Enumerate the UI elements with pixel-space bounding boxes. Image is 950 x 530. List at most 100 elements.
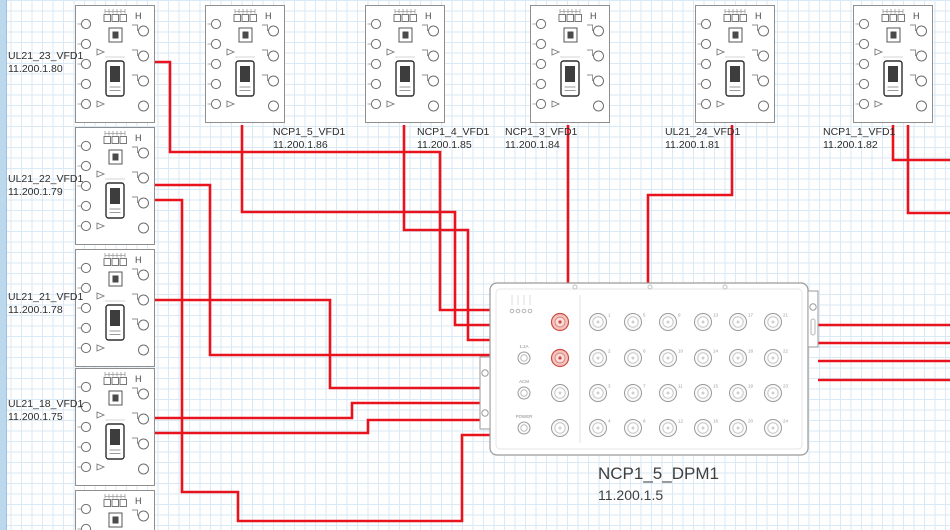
vfd-module[interactable]: H [75, 249, 155, 367]
module-port[interactable] [268, 25, 279, 37]
module-port[interactable] [80, 302, 92, 314]
module-port[interactable] [916, 25, 927, 37]
vfd-module[interactable]: H [530, 5, 610, 123]
wire[interactable] [891, 125, 950, 162]
wire[interactable] [155, 183, 490, 357]
module-port[interactable] [535, 58, 547, 70]
module-port[interactable] [138, 269, 149, 281]
module-port[interactable] [138, 222, 149, 234]
module-port[interactable] [758, 100, 769, 112]
wire[interactable] [155, 401, 490, 420]
module-port[interactable] [858, 98, 870, 110]
module-port[interactable] [593, 25, 604, 37]
module-port[interactable] [138, 319, 149, 331]
module-port[interactable] [268, 50, 279, 62]
wire[interactable] [155, 298, 490, 390]
module-port[interactable] [80, 282, 92, 294]
module-port[interactable] [535, 98, 547, 110]
module-port[interactable] [428, 75, 439, 87]
vfd-module[interactable]: H [695, 5, 775, 123]
module-port[interactable] [700, 18, 712, 30]
module-port[interactable] [138, 50, 149, 62]
module-port[interactable] [370, 98, 382, 110]
module-port[interactable] [138, 413, 149, 425]
module-port[interactable] [370, 78, 382, 90]
module-port[interactable] [535, 18, 547, 30]
module-port[interactable] [758, 50, 769, 62]
module-port[interactable] [858, 38, 870, 50]
module-port[interactable] [138, 344, 149, 356]
module-port[interactable] [80, 381, 92, 393]
module-port[interactable] [758, 75, 769, 87]
module-port[interactable] [210, 78, 222, 90]
module-port[interactable] [535, 78, 547, 90]
module-port[interactable] [210, 58, 222, 70]
module-port[interactable] [138, 294, 149, 306]
module-port[interactable] [80, 140, 92, 152]
vfd-module[interactable]: H [75, 490, 155, 530]
module-port[interactable] [700, 78, 712, 90]
module-port[interactable] [80, 421, 92, 433]
wire[interactable] [402, 125, 490, 342]
wire[interactable] [240, 125, 490, 327]
module-port[interactable] [916, 75, 927, 87]
module-port[interactable] [138, 25, 149, 37]
module-port[interactable] [138, 172, 149, 184]
module-port[interactable] [428, 100, 439, 112]
vfd-module[interactable]: H [75, 127, 155, 245]
module-port[interactable] [700, 98, 712, 110]
module-port[interactable] [916, 100, 927, 112]
module-port[interactable] [80, 262, 92, 274]
wire[interactable] [906, 125, 950, 215]
module-port[interactable] [80, 441, 92, 453]
dpm-body[interactable] [489, 282, 809, 456]
module-port[interactable] [535, 38, 547, 50]
vfd-module[interactable]: H [365, 5, 445, 123]
wire[interactable] [155, 60, 490, 312]
module-port[interactable] [80, 180, 92, 192]
module-port[interactable] [80, 523, 92, 530]
module-port[interactable] [80, 38, 92, 50]
wire[interactable] [155, 418, 490, 435]
module-port[interactable] [80, 220, 92, 232]
module-port[interactable] [80, 200, 92, 212]
module-port[interactable] [80, 78, 92, 90]
vfd-module[interactable]: H [853, 5, 933, 123]
module-port[interactable] [370, 58, 382, 70]
module-port[interactable] [210, 98, 222, 110]
module-port[interactable] [593, 50, 604, 62]
module-port[interactable] [268, 100, 279, 112]
module-port[interactable] [138, 510, 149, 522]
module-port[interactable] [138, 463, 149, 475]
vfd-module[interactable]: H [75, 5, 155, 123]
module-port[interactable] [80, 160, 92, 172]
vfd-module[interactable]: H [205, 5, 285, 123]
module-port[interactable] [700, 58, 712, 70]
vfd-module[interactable]: H [75, 368, 155, 486]
module-port[interactable] [80, 503, 92, 515]
module-port[interactable] [138, 100, 149, 112]
module-port[interactable] [758, 25, 769, 37]
module-port[interactable] [210, 18, 222, 30]
module-port[interactable] [916, 50, 927, 62]
module-port[interactable] [80, 18, 92, 30]
module-port[interactable] [80, 322, 92, 334]
module-port[interactable] [80, 401, 92, 413]
module-port[interactable] [138, 438, 149, 450]
module-port[interactable] [370, 18, 382, 30]
module-port[interactable] [268, 75, 279, 87]
module-port[interactable] [80, 461, 92, 473]
module-port[interactable] [138, 197, 149, 209]
module-port[interactable] [700, 38, 712, 50]
module-port[interactable] [370, 38, 382, 50]
module-port[interactable] [210, 38, 222, 50]
wire[interactable] [155, 198, 490, 523]
module-port[interactable] [858, 58, 870, 70]
module-port[interactable] [138, 147, 149, 159]
module-port[interactable] [138, 388, 149, 400]
module-port[interactable] [80, 58, 92, 70]
module-port[interactable] [138, 75, 149, 87]
module-port[interactable] [593, 75, 604, 87]
module-port[interactable] [858, 18, 870, 30]
